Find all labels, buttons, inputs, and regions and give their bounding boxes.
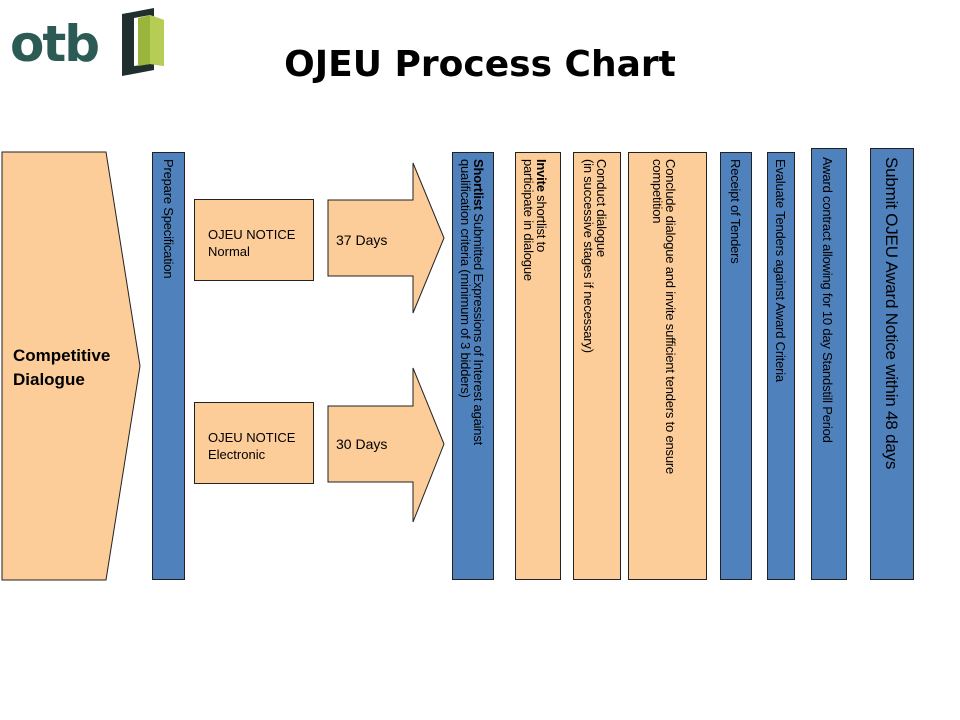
evaluate-tenders-label: Evaluate Tenders against Award Criteria	[773, 159, 788, 382]
award-contract-box: Award contract allowing for 10 day Stand…	[811, 148, 847, 580]
competitive-dialogue-label: Competitive Dialogue	[13, 346, 111, 389]
invite-box: Invite shortlist to participate in dialo…	[515, 152, 561, 580]
ojeu-notice-normal: OJEU NOTICE Normal	[194, 199, 314, 281]
shortlist-label: Shortlist Submitted Expressions of Inter…	[458, 159, 486, 446]
award-contract-label: Award contract allowing for 10 day Stand…	[820, 157, 835, 443]
prepare-specification-label: Prepare Specification	[161, 159, 176, 279]
conclude-dialogue-box: Conclude dialogue and invite sufficient …	[628, 152, 707, 580]
receipt-of-tenders-label: Receipt of Tenders	[728, 159, 743, 264]
submit-award-notice-box: Submit OJEU Award Notice within 48 days	[870, 148, 914, 580]
page-title: OJEU Process Chart	[284, 44, 676, 85]
competitive-dialogue-arrow	[1, 151, 141, 581]
ojeu-notice-electronic: OJEU NOTICE Electronic	[194, 402, 314, 484]
conduct-dialogue-label: Conduct dialogue (in successive stages i…	[581, 159, 609, 353]
logo-text: otb	[10, 15, 100, 73]
prepare-specification-box: Prepare Specification	[152, 152, 185, 580]
days-label-normal: 37 Days	[336, 232, 388, 248]
days-arrow-normal	[327, 162, 445, 314]
submit-award-notice-label: Submit OJEU Award Notice within 48 days	[882, 157, 901, 470]
shortlist-box: Shortlist Submitted Expressions of Inter…	[452, 152, 494, 580]
conduct-dialogue-box: Conduct dialogue (in successive stages i…	[573, 152, 621, 580]
invite-label: Invite shortlist to participate in dialo…	[521, 159, 549, 281]
evaluate-tenders-box: Evaluate Tenders against Award Criteria	[767, 152, 795, 580]
days-arrow-electronic	[327, 367, 445, 523]
conclude-dialogue-label: Conclude dialogue and invite sufficient …	[650, 159, 678, 475]
receipt-of-tenders-box: Receipt of Tenders	[720, 152, 752, 580]
days-label-electronic: 30 Days	[336, 436, 388, 452]
otb-logo: otb	[0, 0, 180, 90]
door-logo-icon	[122, 8, 164, 76]
